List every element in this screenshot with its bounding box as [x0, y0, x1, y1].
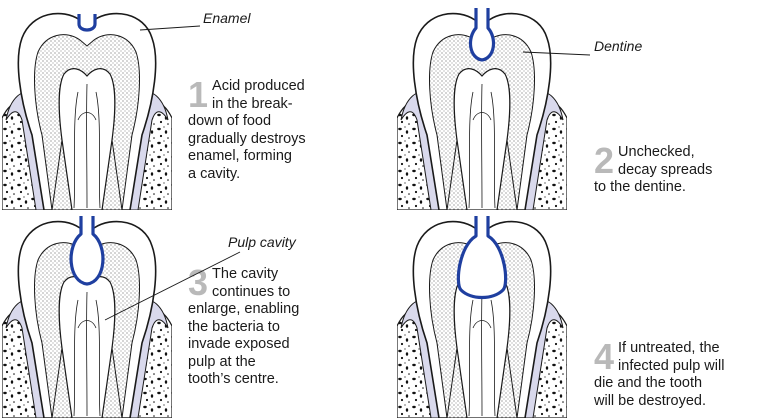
- step-1-line: enamel, forming: [188, 148, 292, 164]
- step-3-caption: 3 The cavity continues to enlarge, enabl…: [188, 266, 368, 389]
- pulp-cavity-label: Pulp cavity: [228, 234, 296, 250]
- step-2-line: decay spreads: [618, 162, 712, 178]
- step-2-caption: 2 Unchecked, decay spreads to the dentin…: [594, 144, 754, 197]
- step-4-number: 4: [594, 342, 614, 372]
- step-4-caption: 4 If untreated, the infected pulp will d…: [594, 340, 758, 410]
- step-1-line: down of food: [188, 113, 271, 129]
- step-2-number: 2: [594, 146, 614, 176]
- step-1-line: Acid produced: [212, 78, 305, 94]
- cavity: [470, 8, 493, 60]
- step-3-line: the bacteria to: [188, 319, 280, 335]
- step-3-line: tooth’s centre.: [188, 371, 279, 387]
- step-3-line: The cavity: [212, 266, 278, 282]
- step-1-number: 1: [188, 80, 208, 110]
- tooth-stage-2-illustration: [397, 0, 567, 210]
- step-2-line: Unchecked,: [618, 144, 695, 160]
- step-4-line: die and the tooth: [594, 375, 702, 391]
- step-1-line: in the break-: [212, 96, 293, 112]
- step-4-line: infected pulp will: [618, 358, 724, 374]
- step-3-panel: 3 The cavity continues to enlarge, enabl…: [0, 208, 379, 416]
- step-4-line: will be destroyed.: [594, 393, 706, 409]
- step-1-caption: 1 Acid produced in the break- down of fo…: [188, 78, 368, 183]
- step-1-line: a cavity.: [188, 166, 240, 182]
- step-2-panel: 2 Unchecked, decay spreads to the dentin…: [379, 0, 758, 208]
- enamel-label: Enamel: [203, 10, 250, 26]
- cavity: [79, 14, 95, 30]
- step-3-line: continues to: [212, 284, 290, 300]
- step-1-line: gradually destroys: [188, 131, 306, 147]
- dentine-label: Dentine: [594, 38, 642, 54]
- step-2-line: to the dentine.: [594, 179, 686, 195]
- step-4-panel: 4 If untreated, the infected pulp will d…: [379, 208, 758, 416]
- tooth-stage-1-illustration: [2, 0, 172, 210]
- step-3-number: 3: [188, 268, 208, 298]
- step-3-line: enlarge, enabling: [188, 301, 299, 317]
- step-3-line: invade exposed: [188, 336, 290, 352]
- step-4-line: If untreated, the: [618, 340, 720, 356]
- step-3-line: pulp at the: [188, 354, 256, 370]
- tooth-stage-3-illustration: [2, 208, 172, 418]
- tooth-stage-4-illustration: [397, 208, 567, 418]
- step-1-panel: 1 Acid produced in the break- down of fo…: [0, 0, 379, 208]
